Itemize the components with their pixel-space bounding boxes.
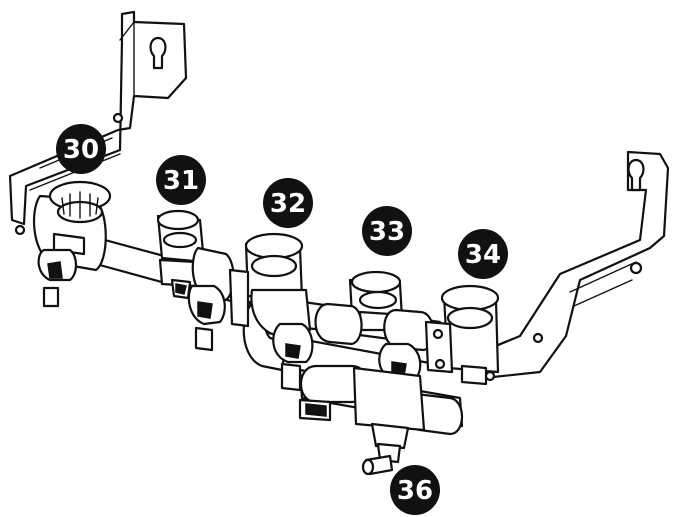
lower-valve-assembly xyxy=(272,322,426,450)
callout-badge-32: 32 xyxy=(263,178,313,228)
callout-badge-34: 34 xyxy=(458,229,508,279)
callout-label-30: 30 xyxy=(63,135,99,165)
left-mounting-bracket xyxy=(8,10,188,236)
callout-label-36: 36 xyxy=(397,476,433,506)
valve-body-33 xyxy=(314,270,435,352)
callout-label-34: 34 xyxy=(465,240,501,270)
valve-body-34 xyxy=(424,284,500,386)
callout-badge-30: 30 xyxy=(56,124,106,174)
valve-body-32 xyxy=(187,232,312,352)
callout-badge-36: 36 xyxy=(390,465,440,515)
callout-badge-31: 31 xyxy=(156,155,206,205)
callout-label-33: 33 xyxy=(369,217,405,247)
valve-body-30 xyxy=(33,180,112,308)
callout-badge-33: 33 xyxy=(362,206,412,256)
drain-fitting-36 xyxy=(361,442,402,476)
callout-label-31: 31 xyxy=(163,166,199,196)
callout-label-32: 32 xyxy=(270,189,306,219)
